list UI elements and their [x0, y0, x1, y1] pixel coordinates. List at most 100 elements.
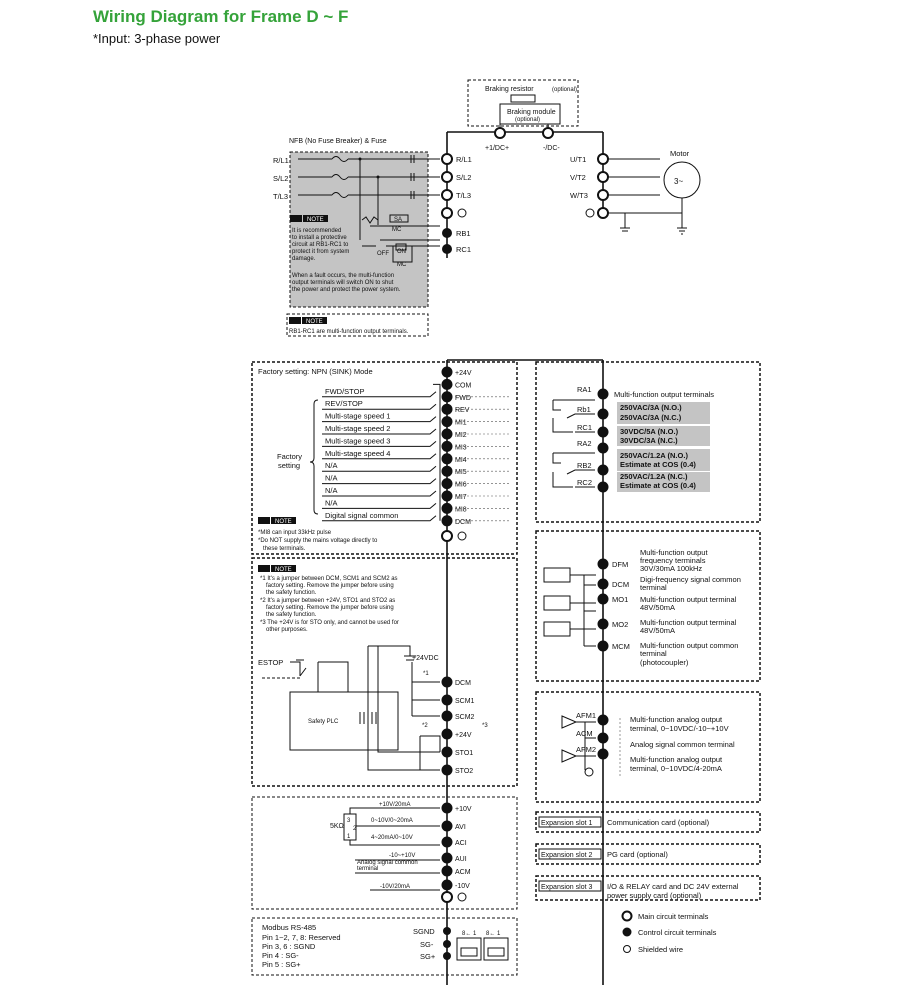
braking-resistor-optional: (optional): [552, 87, 577, 93]
sto-terminal-label-0: DCM: [455, 680, 471, 687]
di-terminal-5: [441, 428, 453, 440]
note1-line2: to install a protective: [292, 235, 347, 241]
di-label-8: N/A: [325, 486, 338, 495]
di-label-5: Multi-stage speed 4: [325, 449, 390, 458]
analog-input-section: +10V/20mA 0~10V/0~20mA 4~20mA/0~10V -10~…: [251, 796, 518, 910]
relay-spec-6: Estimate at COS (0.4): [620, 460, 696, 469]
rj45-label-1: 8← 1: [462, 931, 477, 937]
di-terminal-2: [441, 391, 453, 403]
di-note-badge: NOTE: [275, 519, 292, 525]
braking-module-label: Braking module: [507, 109, 556, 116]
ai-label-aci: 4~20mA/0~10V: [371, 835, 413, 841]
note1-line4: protect it from system: [292, 249, 349, 255]
di-terminal-label-7: MI4: [455, 457, 467, 464]
ao-desc-1-0: Analog signal common terminal: [630, 740, 735, 749]
do-terminal-label-2: MO1: [612, 595, 628, 604]
relay-terminal-5: [597, 481, 609, 493]
sto-note-badge: NOTE: [275, 567, 292, 573]
do-terminal-3: [597, 618, 609, 630]
ai-terminal-label-5: -10V: [455, 883, 470, 890]
ai-terminal-label-2: ACI: [455, 840, 467, 847]
di-terminal-label-11: MI8: [455, 506, 467, 513]
terminal-rb1: RB1: [456, 229, 471, 238]
sto-terminal-3: [441, 728, 453, 740]
di-terminal-1: [441, 378, 453, 390]
sto-terminal-0: [441, 676, 453, 688]
sto-terminal-1: [441, 694, 453, 706]
relay-terminal-3: [597, 442, 609, 454]
di-label-6: N/A: [325, 461, 338, 470]
relay-spec-4: 30VDC/3A (N.C.): [620, 436, 678, 445]
ai-terminal-label-3: AUI: [455, 856, 467, 863]
di-note-1: *MI8 can input 33kHz pulse: [258, 530, 332, 536]
factory-setting-1: Factory: [277, 452, 302, 461]
relay-terminal-label-2: RC1: [577, 423, 592, 432]
optocoupler-3: [543, 621, 571, 637]
di-terminal-0: [441, 366, 453, 378]
di-label-7: N/A: [325, 474, 338, 483]
relay-terminal-label-1: Rb1: [577, 405, 591, 414]
ai-terminal-2: [441, 836, 453, 848]
ao-desc-0-1: terminal, 0~10VDC/-10~+10V: [630, 724, 729, 733]
npn-title: Factory setting: NPN (SINK) Mode: [258, 367, 373, 376]
di-terminal-3: [441, 403, 453, 415]
relay-terminal-0: [597, 388, 609, 400]
di-terminal-10: [441, 490, 453, 502]
di-terminal-label-12: DCM: [455, 519, 471, 526]
ai-label-avi: 0~10V/0~20mA: [371, 818, 413, 824]
note1-line8: the power and protect the power system.: [292, 287, 401, 293]
note1-badge: NOTE: [307, 217, 324, 223]
ao-terminal-1: [597, 732, 609, 744]
di-terminal-label-0: +24V: [455, 370, 472, 377]
ai-terminal-1: [441, 820, 453, 832]
ground-icon-motor: [585, 208, 595, 218]
expansion-desc-3-1: power supply card (optional): [607, 891, 702, 900]
expansion-slot-1: Expansion slot 1: [541, 820, 592, 827]
do-desc-4-2: (photocoupler): [640, 658, 689, 667]
relay-spec-3: 30VDC/5A (N.O.): [620, 427, 679, 436]
relay-title: Multi-function output terminals: [614, 390, 714, 399]
sto-terminal-2: [441, 710, 453, 722]
relay-terminal-4: [597, 464, 609, 476]
sto-terminal-label-4: STO1: [455, 750, 473, 757]
relay-spec-1: 250VAC/3A (N.O.): [620, 403, 682, 412]
terminal-rl1: R/L1: [456, 155, 472, 164]
expansion-desc-2-0: PG card (optional): [607, 850, 668, 859]
terminal-vt2: V/T2: [570, 173, 586, 182]
do-desc-3-1: 48V/50mA: [640, 626, 675, 635]
rj45-port-1: [456, 937, 482, 961]
braking-resistor-symbol: [510, 94, 536, 103]
do-desc-4-1: terminal: [640, 649, 667, 658]
di-terminal-12: [441, 515, 453, 527]
di-terminal-11: [441, 502, 453, 514]
di-label-2: Multi-stage speed 1: [325, 412, 390, 421]
note1-line7: output terminals will switch ON to shut: [292, 280, 394, 286]
sto-note-5: factory setting. Remove the jumper befor…: [266, 605, 394, 611]
di-label-4: Multi-stage speed 3: [325, 436, 390, 445]
do-terminal-1: [597, 578, 609, 590]
di-terminal-6: [441, 440, 453, 452]
ao-terminal-0: [597, 714, 609, 726]
pot-pin-1: 1: [347, 834, 351, 840]
expansion-desc-1-0: Communication card (optional): [607, 818, 710, 827]
ai-label-acm-2: terminal: [357, 866, 378, 872]
sto-terminal-label-5: STO2: [455, 768, 473, 775]
ai-label-10v: +10V/20mA: [379, 802, 411, 808]
do-terminal-2: [597, 593, 609, 605]
sto-note-1: *1 It's a jumper between DCM, SCM1 and S…: [260, 576, 398, 582]
di-label-3: Multi-stage speed 2: [325, 424, 390, 433]
sto-note-4: *2 It's a jumper between +24V, STO1 and …: [260, 598, 395, 604]
ai-label-aui: -10~+10V: [389, 853, 415, 859]
rj45-label-2: 8← 1: [486, 931, 501, 937]
nfb-label: NFB (No Fuse Breaker) & Fuse: [289, 138, 387, 145]
sto-note-8: other purposes.: [266, 627, 308, 633]
mc-label-2: MC: [397, 262, 407, 268]
rs485-sgm: SG-: [420, 940, 434, 949]
ao-desc-2-1: terminal, 0~10VDC/4-20mA: [630, 764, 722, 773]
do-desc-0-1: frequency terminals: [640, 556, 706, 565]
do-desc-1-0: Digi-frequency signal common: [640, 575, 741, 584]
do-terminal-4: [597, 640, 609, 652]
ai-terminal-label-4: ACM: [455, 869, 471, 876]
sa-label: SA: [394, 217, 402, 223]
